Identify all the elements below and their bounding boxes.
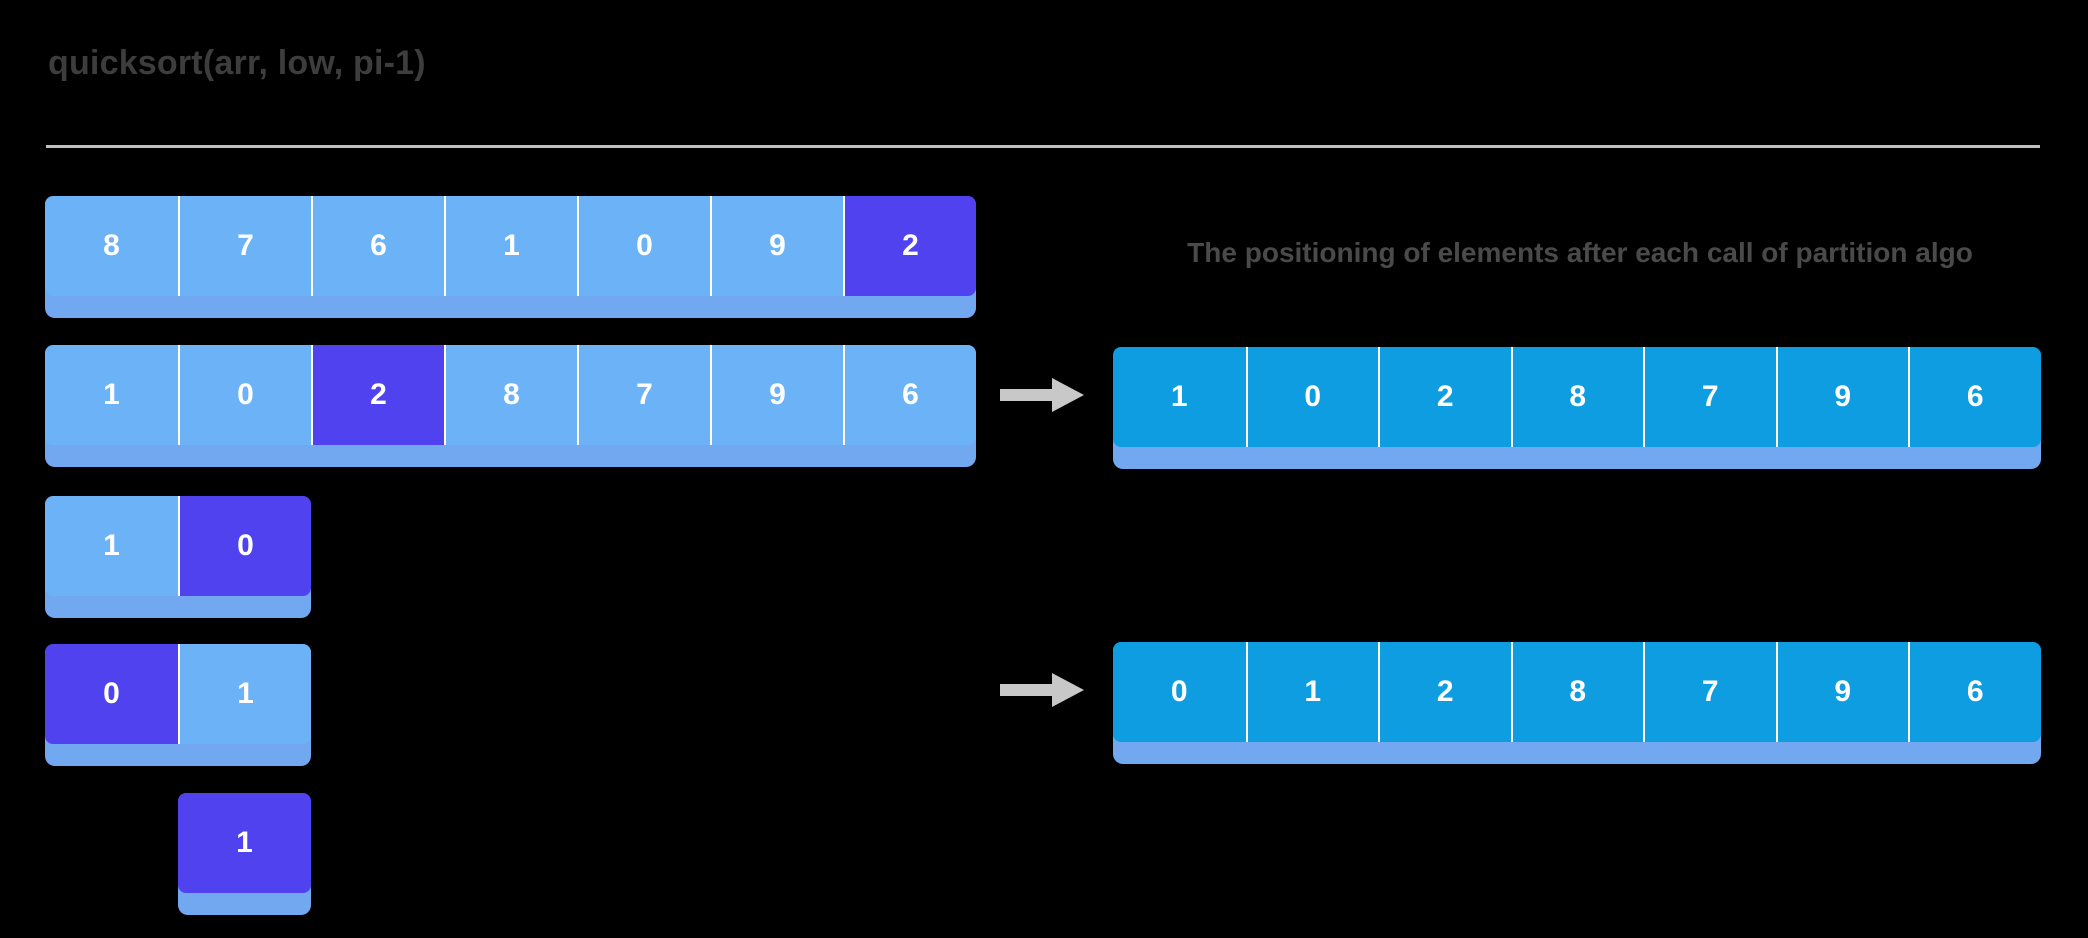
- array-cell[interactable]: 9: [1775, 642, 1908, 742]
- array-cells: 0 1 2 8 7 9 6: [1113, 642, 2041, 742]
- array-cell[interactable]: 0: [1245, 347, 1378, 447]
- array-cell[interactable]: 2: [1378, 642, 1511, 742]
- array-cells: 1: [178, 793, 311, 893]
- array-cells: 1 0 2 8 7 9 6: [1113, 347, 2041, 447]
- array-cell-pivot[interactable]: 1: [178, 793, 311, 893]
- array-cell[interactable]: 6: [1908, 642, 2041, 742]
- array-recursion-step-5: 1: [178, 793, 311, 915]
- array-cells: 1 0: [45, 496, 311, 596]
- array-cell[interactable]: 0: [178, 345, 311, 445]
- array-cell[interactable]: 1: [1113, 347, 1246, 447]
- array-cell-pivot[interactable]: 0: [178, 496, 311, 596]
- array-cell[interactable]: 8: [45, 196, 178, 296]
- array-cell-pivot[interactable]: 2: [843, 196, 976, 296]
- array-cell[interactable]: 9: [710, 345, 843, 445]
- array-recursion-step-1: 8 7 6 1 0 9 2: [45, 196, 976, 318]
- array-cell[interactable]: 1: [444, 196, 577, 296]
- array-cell[interactable]: 2: [1378, 347, 1511, 447]
- title-divider: [46, 145, 2040, 148]
- array-cell[interactable]: 0: [577, 196, 710, 296]
- array-cell[interactable]: 8: [444, 345, 577, 445]
- array-cell[interactable]: 9: [710, 196, 843, 296]
- array-cell[interactable]: 1: [45, 496, 178, 596]
- array-cell[interactable]: 7: [1643, 642, 1776, 742]
- right-panel-caption: The positioning of elements after each c…: [1187, 237, 1973, 268]
- array-cell[interactable]: 9: [1775, 347, 1908, 447]
- array-cell[interactable]: 1: [178, 644, 311, 744]
- array-cell[interactable]: 1: [45, 345, 178, 445]
- array-cells: 8 7 6 1 0 9 2: [45, 196, 976, 296]
- array-partition-result-2: 0 1 2 8 7 9 6: [1113, 642, 2041, 764]
- array-cell[interactable]: 6: [1908, 347, 2041, 447]
- array-cell[interactable]: 8: [1510, 347, 1643, 447]
- arrow-right-icon: [1000, 378, 1084, 412]
- array-recursion-step-2: 1 0 2 8 7 9 6: [45, 345, 976, 467]
- array-recursion-step-3: 1 0: [45, 496, 311, 618]
- array-partition-result-1: 1 0 2 8 7 9 6: [1113, 347, 2041, 469]
- array-cells: 1 0 2 8 7 9 6: [45, 345, 976, 445]
- array-cell[interactable]: 1: [1245, 642, 1378, 742]
- page-title: quicksort(arr, low, pi-1): [48, 44, 426, 82]
- array-cell[interactable]: 8: [1510, 642, 1643, 742]
- array-recursion-step-4: 0 1: [45, 644, 311, 766]
- array-cell-pivot[interactable]: 0: [45, 644, 178, 744]
- array-cell-pivot[interactable]: 2: [311, 345, 444, 445]
- arrow-right-icon: [1000, 673, 1084, 707]
- array-cells: 0 1: [45, 644, 311, 744]
- array-cell[interactable]: 6: [843, 345, 976, 445]
- array-cell[interactable]: 7: [577, 345, 710, 445]
- array-cell[interactable]: 0: [1113, 642, 1246, 742]
- array-cell[interactable]: 6: [311, 196, 444, 296]
- array-cell[interactable]: 7: [178, 196, 311, 296]
- array-cell[interactable]: 7: [1643, 347, 1776, 447]
